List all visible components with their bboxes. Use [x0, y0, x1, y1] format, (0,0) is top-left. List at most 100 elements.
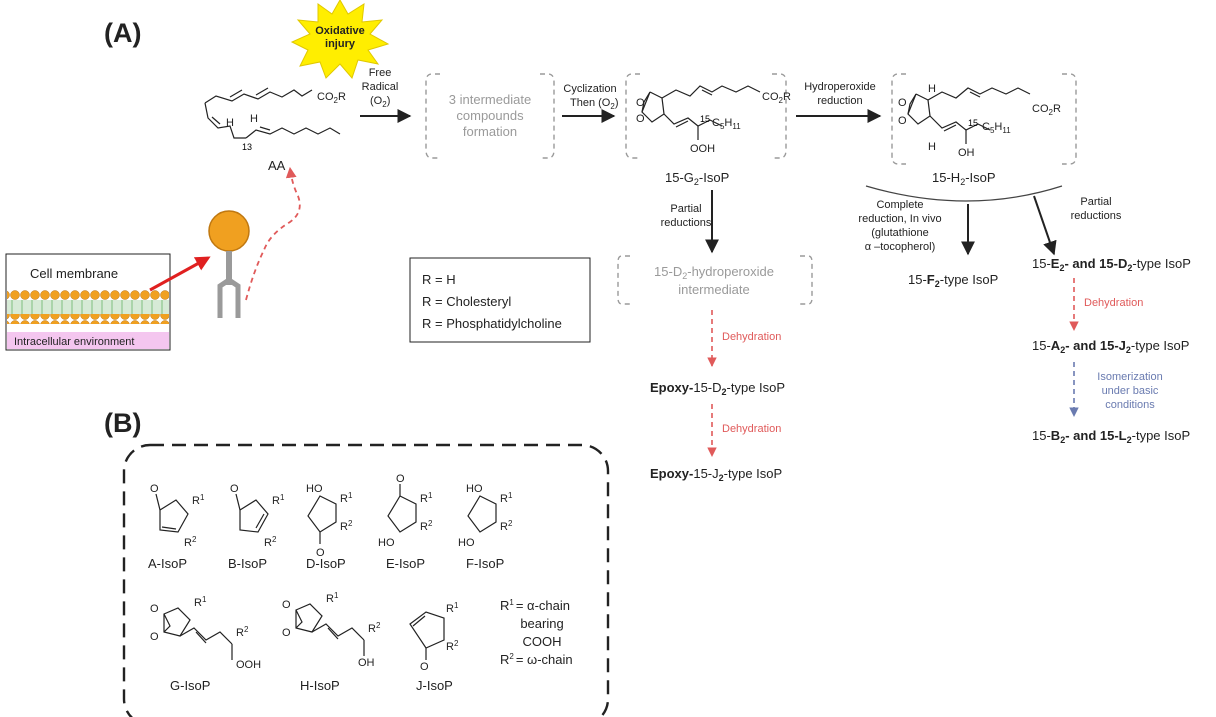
- g2-o2: O: [636, 113, 645, 125]
- g2-c5h11: C5H11: [712, 117, 741, 131]
- legend-r1-line2: bearing: [520, 616, 563, 631]
- b-isop-r1: R1: [272, 493, 285, 507]
- a2-j2-type-label: 15-A2- and 15-J2-type IsoP: [1032, 338, 1189, 355]
- d-isop-r1: R1: [340, 491, 353, 505]
- e-isop-ho: HO: [378, 537, 395, 549]
- r-groups-box: R = H R = Cholesteryl R = Phosphatidylch…: [409, 257, 591, 343]
- d-isop-structure: HO O R1 R2 D-IsoP: [306, 483, 353, 571]
- a-isop-r1: R1: [192, 493, 205, 507]
- g2-o1: O: [636, 97, 645, 109]
- panel-b-box: [122, 443, 610, 717]
- dehydration-right: Dehydration: [1084, 297, 1143, 309]
- f-isop-label: F-IsoP: [466, 556, 504, 571]
- e-isop-r1: R1: [420, 491, 433, 505]
- complete-reduction-line1: Complete: [876, 199, 923, 211]
- intracellular-label: Intracellular environment: [14, 336, 134, 348]
- b-isop-o: O: [230, 483, 239, 495]
- oxidative-injury-starburst: Oxidative injury: [290, 0, 390, 79]
- cell-membrane-illustration: Cell membrane Intracellular environment: [5, 253, 171, 351]
- h-isop-oh: OH: [358, 657, 375, 669]
- membrane-release-arrow: [149, 256, 211, 292]
- g2-ooh: OOH: [690, 143, 715, 155]
- legend-r-chains: R1= α-chain bearing COOH R2= ω-chain: [500, 598, 573, 667]
- b2-l2-type-label: 15-B2- and 15-L2-type IsoP: [1032, 428, 1190, 445]
- g2-c15: 15: [700, 114, 710, 124]
- g-isop-structure: O O R1 R2 OOH G-IsoP: [150, 595, 261, 693]
- r-group-cholesteryl: R = Cholesteryl: [422, 294, 511, 309]
- partial-reductions-right-line2: reductions: [1071, 210, 1122, 222]
- b-isop-structure: O R1 R2 B-IsoP: [228, 483, 285, 571]
- h2-isop-structure: O O H H CO2R 15 C5H11 OH 15-H2-IsoP: [891, 73, 1077, 187]
- g-isop-ooh: OOH: [236, 659, 261, 671]
- h-isop-r2: R2: [368, 621, 381, 635]
- h2-o2: O: [898, 115, 907, 127]
- d2-intermediate-line2: intermediate: [678, 282, 750, 297]
- partial-reductions-left-line2: reductions: [661, 217, 712, 229]
- legend-r1-line3: COOH: [523, 634, 562, 649]
- j-isop-r1: R1: [446, 601, 459, 615]
- b-isop-r2: R2: [264, 535, 277, 549]
- g-isop-o1: O: [150, 603, 159, 615]
- f-isop-r2: R2: [500, 519, 513, 533]
- isomerization-line3: conditions: [1105, 399, 1155, 411]
- j-isop-structure: O R1 R2 J-IsoP: [409, 601, 459, 693]
- isomerization-line2: under basic: [1102, 385, 1159, 397]
- e2-d2-type-label: 15-E2- and 15-D2-type IsoP: [1032, 256, 1191, 273]
- h-isop-structure: O O R1 R2 OH H-IsoP: [282, 591, 381, 693]
- f-isop-structure: HO HO R1 R2 F-IsoP: [458, 483, 513, 571]
- phospholipid-receptor: [208, 210, 250, 318]
- h2-label: 15-H2-IsoP: [932, 170, 996, 187]
- f-isop-ho-top: HO: [466, 483, 483, 495]
- r-group-phosphatidylcholine: R = Phosphatidylcholine: [422, 316, 562, 331]
- panel-a-label: (A): [104, 18, 141, 48]
- epoxy-d2-type-label: Epoxy-15-D2-type IsoP: [650, 380, 785, 397]
- j-isop-label: J-IsoP: [416, 678, 453, 693]
- d-isop-label: D-IsoP: [306, 556, 346, 571]
- aa-co2r: CO2R: [317, 91, 346, 105]
- f-isop-r1: R1: [500, 491, 513, 505]
- d-isop-ho: HO: [306, 483, 323, 495]
- a-isop-o: O: [150, 483, 159, 495]
- d2-hydroperoxide-intermediate-bracket: 15-D2-hydroperoxide intermediate: [617, 255, 813, 305]
- hydroperoxide-reduction-line2: reduction: [817, 95, 862, 107]
- legend-r1-line1: R1= α-chain: [500, 598, 570, 613]
- g-isop-r2: R2: [236, 625, 249, 639]
- complete-reduction-line3: (glutathione: [871, 227, 929, 239]
- h-isop-o2: O: [282, 627, 291, 639]
- j-isop-r2: R2: [446, 639, 459, 653]
- partial-reductions-left-line1: Partial: [670, 203, 701, 215]
- partial-reductions-right-line1: Partial: [1080, 196, 1111, 208]
- h2-c15: 15: [968, 118, 978, 128]
- cyclization-line2: Then (O2): [570, 97, 618, 111]
- a-isop-structure: O R1 R2 A-IsoP: [148, 483, 205, 571]
- aa-h1: H: [226, 117, 234, 129]
- dehydration-left-2: Dehydration: [722, 423, 781, 435]
- g-isop-label: G-IsoP: [170, 678, 210, 693]
- b-isop-label: B-IsoP: [228, 556, 267, 571]
- legend-r2: R2= ω-chain: [500, 652, 573, 667]
- cell-membrane-label: Cell membrane: [30, 266, 118, 281]
- intermediate-line2: compounds: [456, 108, 524, 123]
- aa-c13: 13: [242, 142, 252, 152]
- isomerization-line1: Isomerization: [1097, 371, 1162, 383]
- free-radical-line2: Radical: [362, 81, 399, 93]
- d-isop-r2: R2: [340, 519, 353, 533]
- g2-co2r: CO2R: [762, 91, 791, 105]
- e-isop-structure: O HO R1 R2 E-IsoP: [378, 473, 433, 571]
- g-isop-o2: O: [150, 631, 159, 643]
- h2-h-top: H: [928, 83, 936, 95]
- a-isop-label: A-IsoP: [148, 556, 187, 571]
- arrow-to-e2-d2: [1033, 195, 1057, 256]
- d-isop-o: O: [316, 547, 325, 559]
- e-isop-o: O: [396, 473, 405, 485]
- h2-o1: O: [898, 97, 907, 109]
- r-group-h: R = H: [422, 272, 456, 287]
- e-isop-label: E-IsoP: [386, 556, 425, 571]
- a-isop-r2: R2: [184, 535, 197, 549]
- h2-c5h11: C5H11: [982, 121, 1011, 135]
- starburst-line2: injury: [325, 38, 356, 50]
- aa-label: AA: [268, 158, 286, 173]
- j-isop-o: O: [420, 661, 429, 673]
- epoxy-j2-type-label: Epoxy-15-J2-type IsoP: [650, 466, 782, 483]
